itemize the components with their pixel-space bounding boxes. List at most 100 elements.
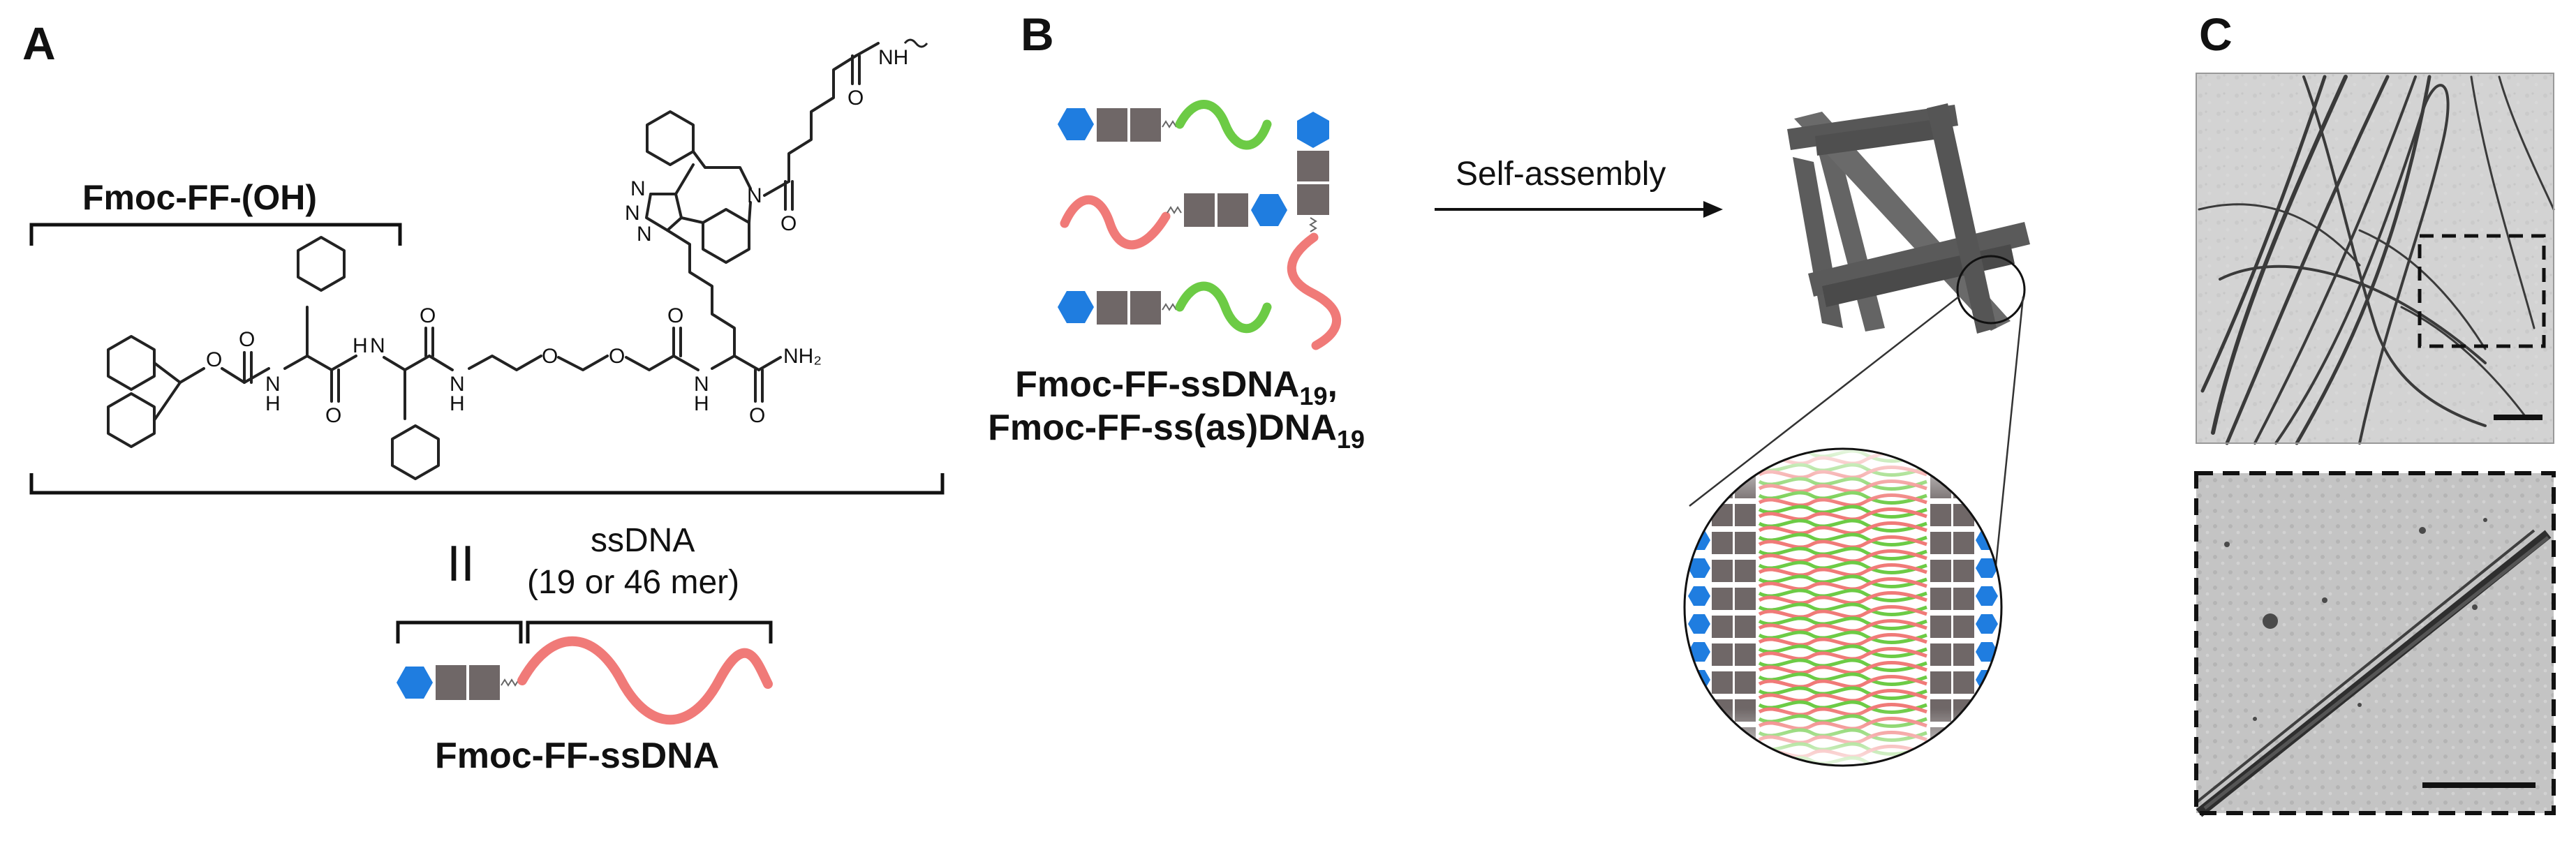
label-subscript: 19 [1299,382,1327,410]
panel-label-c: C [2199,8,2233,60]
phe-square-icon [1953,616,1974,638]
atom-n: N [625,202,640,225]
phe-square-icon [1735,671,1756,694]
dna-strand-red-icon [1060,195,1171,250]
phe-square-icon [1130,291,1161,325]
atom-o: O [780,212,797,235]
atom-o: O [667,304,683,327]
phe-square-icon [1930,476,1951,498]
phe-square-icon [1930,504,1951,526]
phe-square-icon [1953,560,1974,582]
fmoc-hexagon-icon [1976,449,1998,466]
phe-square-icon [1953,476,1974,498]
phe-square-icon [1217,193,1248,227]
atom-o: O [847,87,864,110]
atom-n: N [370,334,385,357]
phe-square-icon [1097,291,1127,325]
equals-symbol: II [447,536,475,592]
phenyl-ring-2 [391,424,440,480]
structure-bracket [29,473,945,495]
atom-n: N [265,373,281,396]
fmoc-hexagon-icon [1976,475,1998,494]
linker-icon [1162,120,1177,128]
fmoc-hexagon-icon [1688,698,1710,717]
atom-nh: NH [878,46,908,69]
fmoc-hexagon-icon [1251,194,1287,226]
dna-strand-green-icon [1759,772,1927,782]
phe-square-icon [1930,588,1951,610]
zoom-region-circle [1956,255,2026,325]
fluorenyl-ring-top [107,335,156,391]
fmoc-hexagon-icon [1297,112,1329,148]
benzo-ring-top [646,110,695,166]
tem-image-bottom [2194,471,2556,817]
atom-n: N [630,177,646,200]
fmoc-hexagon-icon [1688,449,1710,466]
phe-square-icon [1712,588,1733,610]
benzo-ring-bottom [702,208,750,264]
conjugate-label: Fmoc-FF-ssDNA [435,736,719,776]
tem-image-top [2196,73,2555,445]
conjugate-cartoon [397,636,773,725]
label-subscript: 19 [1337,425,1365,454]
chemical-structure: O O N H O H N O [107,38,928,480]
ssdna-length-label: (19 or 46 mer) [527,564,739,601]
label-tail: , [1327,364,1337,405]
phe-square-icon [1130,108,1161,142]
phe-square-icon [1735,643,1756,666]
tem-debris [2224,518,2487,721]
fiber-cross-section [1683,447,2003,782]
phe-square-icon [1953,671,1974,694]
fmoc-ff-oh-label: Fmoc-FF-(OH) [82,178,317,217]
phe-square-icon [1712,532,1733,554]
phe-square-icon [1184,193,1215,227]
panel-c [2194,73,2556,817]
peg-linker [468,355,542,371]
tem-fiber-bottom [2195,529,2552,817]
phe-square-icon [1930,643,1951,666]
atom-n: N [450,373,465,396]
dna-strand-green-icon [1175,100,1272,150]
phe-square-icon [1930,449,1951,470]
fmoc-hexagon-icon [1976,726,1998,745]
atom-h: H [694,392,709,415]
phe-square-icon [1735,755,1756,766]
phe-square-icon [1735,616,1756,638]
panel-a: Fmoc-FF-(OH) O O N H O [29,38,945,776]
phe-square-icon [1735,449,1756,470]
atom-o: O [239,328,255,351]
atom-h: H [353,334,368,357]
dna-strand-green-icon [1175,281,1272,334]
phe-square-icon [1735,588,1756,610]
phe-square-icon [1930,755,1951,766]
atom-h: H [450,392,465,415]
attachment-point-icon [903,38,928,48]
phe-square-icon [1930,699,1951,722]
phe-square-icon [1930,616,1951,638]
zoom-guide-line [1994,296,2024,573]
ssdna-strand-icon [517,636,773,725]
phe-square-icon [1735,560,1756,582]
phe-square-icon [1735,504,1756,526]
phe-square-icon [1735,476,1756,498]
linker-icon [501,678,519,687]
atom-o: O [206,348,222,371]
fiber-bundle [1787,103,2030,334]
dna-strand-red-icon [1287,232,1341,350]
phe-square-icon [1712,616,1733,638]
phe-square-icon [1097,108,1127,142]
fmoc-hexagon-icon [1976,503,1998,522]
fmoc-hexagon-icon [1976,698,1998,717]
conjugate-middle [1060,193,1287,250]
cross-section-border [1683,447,2003,767]
atom-o: O [609,345,625,368]
phe-square-icon [1712,755,1733,766]
ssdna-bracket [526,620,773,643]
conjugate-bottom [1058,281,1272,334]
tem-fibers-top [2198,75,2555,445]
phe-square-icon [1953,727,1974,750]
lysine-side-chain [666,229,736,357]
phe-square-icon [1712,643,1733,666]
conjugate-label-line1: Fmoc-FF-ssDNA19, [1015,364,1338,410]
